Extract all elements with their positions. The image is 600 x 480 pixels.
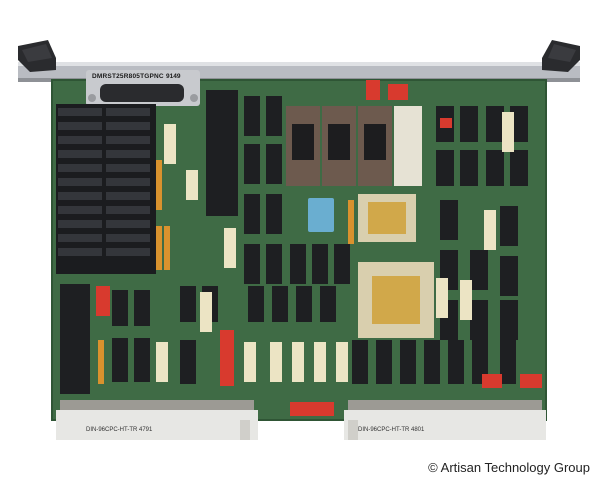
processor-small	[358, 194, 416, 242]
connector-label: DMRST25R805TGPNC	[92, 73, 164, 80]
blue-chip	[308, 198, 334, 232]
ejector-handle-right	[542, 40, 580, 72]
din-connector-right-label: DIN-96CPC-HT-TR 4801	[358, 427, 425, 433]
processor-large	[358, 262, 434, 338]
watermark: © Artisan Technology Group	[428, 460, 590, 475]
dip-chip-tall	[206, 90, 238, 216]
din-connector-left	[56, 400, 258, 440]
din-connector-right	[344, 400, 546, 440]
connector-code: 9149	[166, 73, 181, 80]
memory-module-stack	[56, 104, 156, 274]
cream-components	[156, 112, 514, 382]
red-headers	[96, 80, 542, 416]
din-connector-left-label: DIN-96CPC-HT-TR 4791	[86, 427, 153, 433]
eprom-row	[286, 106, 422, 186]
resistor-packs	[98, 160, 354, 384]
dsub-connector	[86, 70, 200, 106]
ejector-handle-left	[18, 40, 56, 72]
